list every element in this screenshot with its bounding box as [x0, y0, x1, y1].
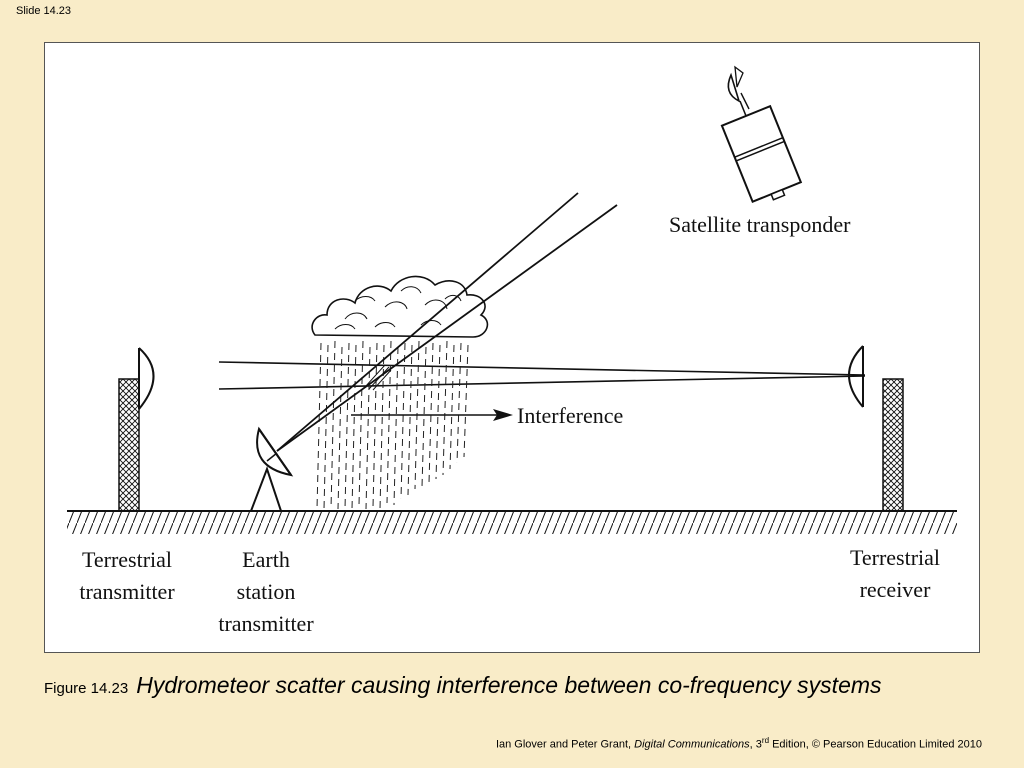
credit-edition-sup: rd — [761, 736, 770, 745]
earth-station-transmitter — [250, 426, 294, 512]
ground — [67, 510, 957, 534]
label-satellite-transponder: Satellite transponder — [669, 212, 851, 237]
interference-arrow — [351, 409, 513, 421]
credit-edition-num: , 3 — [749, 738, 762, 751]
label-interference: Interference — [517, 403, 623, 428]
terrestrial-receiver — [848, 345, 904, 512]
figure-frame: Satellite transponder Interference Terre… — [44, 42, 980, 653]
label-earth-station-line1: Earth — [242, 547, 290, 572]
hydrometeor-scatter-diagram: Satellite transponder Interference Terre… — [67, 65, 957, 636]
label-terrestrial-receiver-line2: receiver — [860, 577, 931, 602]
source-credit: Ian Glover and Peter Grant, Digital Comm… — [496, 736, 982, 751]
uplink-beam — [276, 192, 618, 452]
terrestrial-link-beam — [218, 361, 866, 390]
label-terrestrial-transmitter-line1: Terrestrial — [82, 547, 172, 572]
rain-cloud — [311, 275, 489, 338]
credit-book: Digital Communications — [634, 738, 750, 751]
label-terrestrial-transmitter-line2: transmitter — [79, 579, 175, 604]
label-earth-station-line2: station — [237, 579, 296, 604]
label-terrestrial-receiver-line1: Terrestrial — [850, 545, 940, 570]
label-earth-station-line3: transmitter — [218, 611, 314, 636]
figure-title: Hydrometeor scatter causing interference… — [136, 672, 882, 698]
slide-number: Slide 14.23 — [16, 5, 72, 17]
figure-number: Figure 14.23 — [44, 680, 129, 697]
figure-caption: Figure 14.23 Hydrometeor scatter causing … — [44, 670, 944, 704]
credit-rest: Edition, © Pearson Education Limited 201… — [769, 738, 982, 751]
satellite-transponder — [720, 65, 803, 203]
credit-authors: Ian Glover and Peter Grant, — [495, 738, 635, 751]
terrestrial-transmitter — [118, 347, 155, 512]
